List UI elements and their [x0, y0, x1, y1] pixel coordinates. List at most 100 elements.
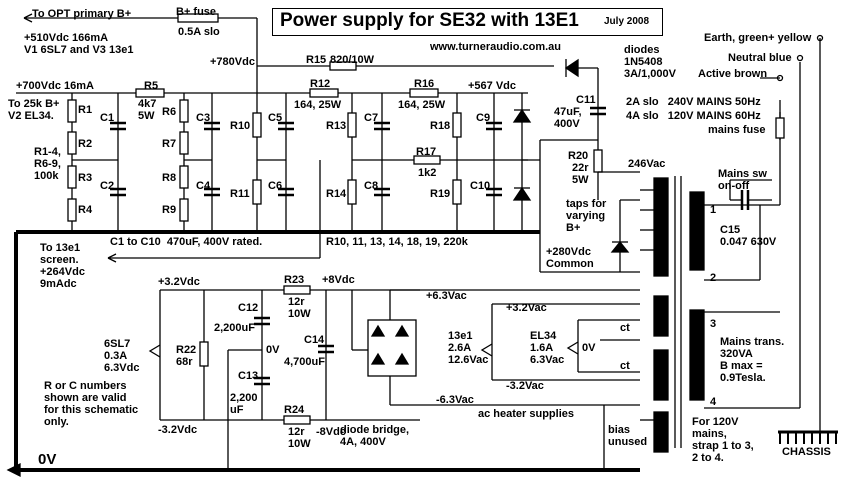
v510-load-label: V1 6SL7 and V3 13e1: [24, 44, 134, 56]
c11-label: C11: [576, 94, 596, 106]
v700-label: +700Vdc 16mA: [16, 80, 94, 92]
active-label: Active brown: [698, 68, 768, 80]
r20-label: R20: [568, 150, 589, 162]
r22-label: R22 68r: [176, 344, 197, 368]
v567-label: +567 Vdc: [468, 80, 517, 92]
r9-label: R9: [162, 204, 177, 216]
r4-label: R4: [78, 204, 93, 216]
r18-label: R18: [430, 120, 451, 132]
earth-label: Earth, green+ yellow: [704, 32, 812, 44]
c8-label: C8: [364, 180, 379, 192]
c13-label: C13: [238, 370, 259, 382]
c12-value: 2,200uF: [214, 322, 255, 334]
r1-r4-note: R1-4, R6-9, 100k: [34, 146, 61, 182]
pin4-label: 4: [710, 396, 717, 408]
r2-label: R2: [78, 138, 93, 150]
mains-switch-label: Mains sw on-off: [718, 168, 767, 192]
r11-label: R11: [230, 188, 250, 200]
r19-label: R19: [430, 188, 451, 200]
r23-value: 12r 10W: [288, 296, 311, 320]
r12-label: R12: [310, 78, 331, 90]
r17-value: 1k2: [418, 167, 437, 179]
r6-label: R6: [162, 106, 177, 118]
r8-label: R8: [162, 172, 177, 184]
pin2-label: 2: [710, 272, 717, 284]
r24-label: R24: [284, 404, 305, 416]
ac63-neg-label: -6.3Vac: [436, 394, 474, 406]
v8-pos-label: +8Vdc: [322, 274, 355, 286]
r17-label: R17: [416, 146, 437, 158]
r16-value: 164, 25W: [398, 99, 446, 111]
c10-label: C10: [470, 180, 491, 192]
c3-label: C3: [196, 112, 211, 124]
chassis-label: CHASSIS: [782, 446, 831, 458]
v32-bot-label: -3.2Vdc: [158, 424, 198, 436]
v246-label: 246Vac: [628, 158, 666, 170]
c12-label: C12: [238, 302, 259, 314]
to-13e1-label: To 13e1 screen. +264Vdc 9mAdc: [40, 242, 85, 290]
neutral-label: Neutral blue: [728, 52, 792, 64]
r12-value: 164, 25W: [294, 99, 342, 111]
c15-label: C15 0.047 630V: [720, 224, 777, 248]
ac32-pos-label: +3.2Vac: [506, 302, 547, 314]
c14-value: 4,700uF: [284, 356, 325, 368]
title-box: [272, 8, 663, 36]
heater-label: ac heater supplies: [478, 408, 574, 420]
r10-label: R10: [230, 120, 251, 132]
page-title: Power supply for SE32 with 13E1: [280, 10, 579, 31]
c5-label: C5: [268, 112, 283, 124]
website-label: www.turneraudio.com.au: [430, 41, 561, 53]
r24-value: 12r 10W: [288, 426, 311, 450]
v510-label: +510Vdc 166mA: [24, 32, 109, 44]
r5-value: 4k7 5W: [138, 98, 157, 122]
r16-label: R16: [414, 78, 435, 90]
b-fuse-label: B+ fuse: [176, 6, 217, 18]
b-fuse-rating: 0.5A slo: [178, 26, 220, 38]
v780-label: +780Vdc: [210, 56, 255, 68]
r7-label: R7: [162, 138, 177, 150]
r14-label: R14: [326, 188, 347, 200]
c2-label: C2: [100, 180, 115, 192]
v280-label: +280Vdc Common: [546, 246, 594, 270]
r15-label: R15: [306, 54, 327, 66]
date-label: July 2008: [604, 16, 650, 27]
v8-neg-label: -8Vdc: [316, 426, 346, 438]
opt-primary-label: To OPT primary B+: [32, 8, 132, 20]
r20-value: 22r 5W: [572, 162, 589, 186]
trans-label: Mains trans. 320VA B max = 0.9Tesla.: [720, 336, 785, 384]
diodes-label: diodes 1N5408 3A/1,000V: [624, 44, 676, 80]
v32-top-label: +3.2Vdc: [158, 276, 200, 288]
c7-label: C7: [364, 112, 379, 124]
r1-label: R1: [78, 104, 93, 116]
ac32-neg-label: -3.2Vac: [506, 380, 544, 392]
r5-label: R5: [144, 80, 159, 92]
res-note: R10, 11, 13, 14, 18, 19, 220k: [326, 236, 468, 248]
tube-13e1-label: 13e1 2.6A 12.6Vac: [448, 330, 489, 366]
bridge-label: diode bridge, 4A, 400V: [340, 424, 410, 448]
to-25k-label: To 25k B+: [8, 98, 60, 110]
c14-label: C14: [304, 334, 325, 346]
fuse-240-label: 2A slo 240V MAINS 50Hz: [626, 96, 761, 108]
c9-label: C9: [476, 112, 491, 124]
c11-value: 47uF, 400V: [554, 106, 582, 130]
mains-fuse-label: mains fuse: [708, 124, 766, 136]
r3-label: R3: [78, 172, 93, 184]
pin3-label: 3: [710, 318, 717, 330]
schematic-note: R or C numbers shown are valid for this …: [44, 380, 139, 428]
to-25k-load-label: V2 EL34.: [8, 110, 54, 122]
ct2-label: ct: [620, 360, 630, 372]
r13-label: R13: [326, 120, 347, 132]
zero-v-label: 0V: [266, 344, 280, 356]
ac63-pos-label: +6.3Vac: [426, 290, 467, 302]
r15-value: 820/10W: [330, 54, 375, 66]
ct1-label: ct: [620, 322, 630, 334]
r23-label: R23: [284, 274, 305, 286]
tube-el34-label: EL34 1.6A 6.3Vac: [530, 330, 565, 366]
bias-label: bias unused: [608, 424, 648, 448]
ground-label: 0V: [38, 451, 57, 468]
taps-label: taps for varying B+: [566, 198, 607, 234]
c6-label: C6: [268, 180, 283, 192]
tube-6sl7-label: 6SL7 0.3A 6.3Vdc: [104, 338, 140, 374]
